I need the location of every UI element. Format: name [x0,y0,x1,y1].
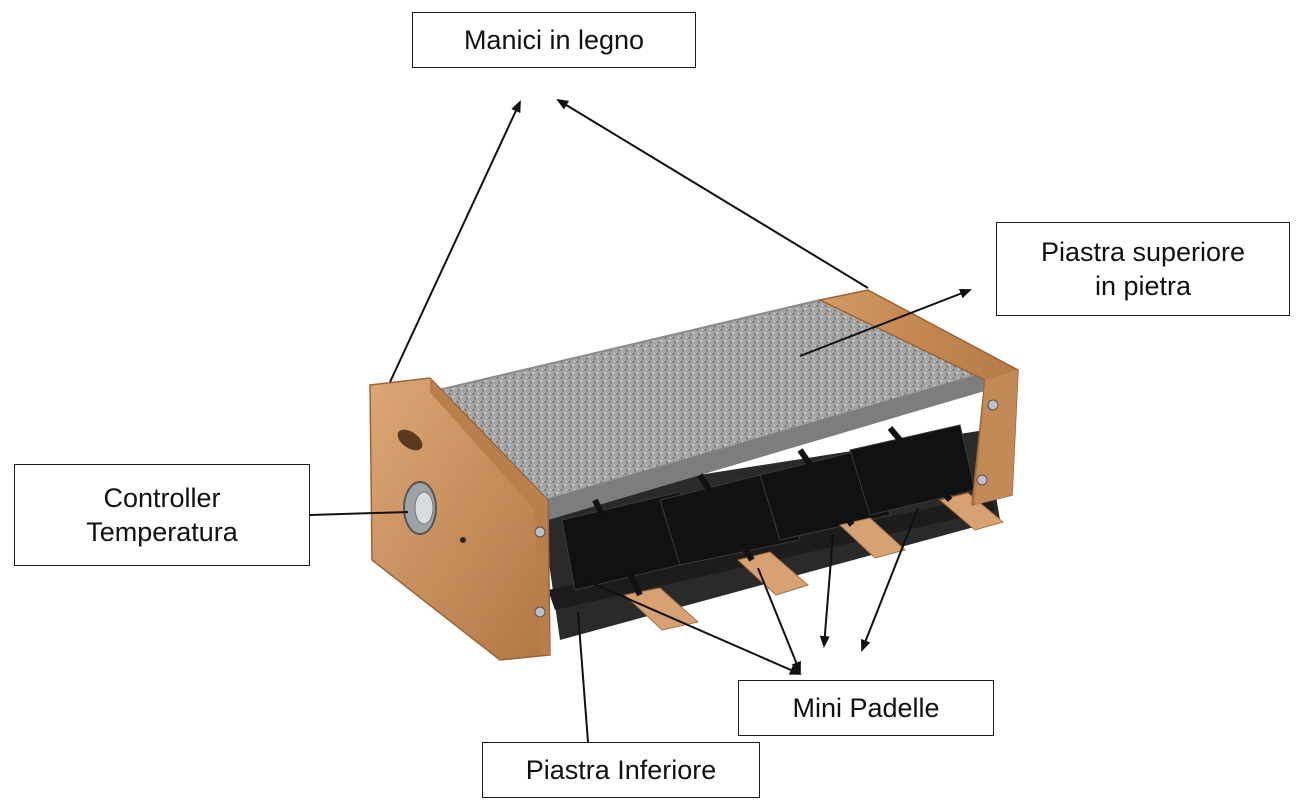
arrow-mini-4 [861,507,919,652]
label-piastra-superiore-line1: Piastra superiore [1040,237,1246,267]
label-controller-line2: Temperatura [86,517,238,547]
label-piastra-inferiore: Piastra Inferiore [482,742,760,798]
raclette-grill-illustration [369,289,1019,661]
label-piastra-superiore-line2: in pietra [1094,271,1192,301]
label-manici-text: Manici in legno [463,25,645,55]
label-piastra-superiore: Piastra superiore in pietra [996,222,1290,316]
bolt [534,526,546,538]
stone-plate-edge [545,370,995,520]
temperature-knob [403,481,437,535]
line-piastra-inferiore [577,611,589,743]
leader-lines [309,98,972,743]
label-piastra-inferiore-text: Piastra Inferiore [525,755,717,785]
arrow-mini-2 [584,579,802,675]
arrow-manici-right [556,98,869,289]
bolt [976,474,988,486]
bolt [534,606,546,618]
label-controller-line1: Controller [103,483,221,513]
pan-handles [623,492,1005,631]
handle-slot [397,429,423,451]
label-controller-temperatura: Controller Temperatura [14,464,310,566]
indicator-hole [460,537,466,543]
arrow-piastra-superiore [799,288,972,357]
pan-shafts [592,426,953,597]
bolt [987,399,999,411]
pan-handle [623,587,700,631]
pan-handle [838,517,907,559]
mini-pan [659,469,801,566]
arrow-mini-1 [757,567,801,674]
pan-handle [938,492,1005,531]
label-manici-in-legno: Manici in legno [412,12,696,68]
arrow-manici-left [389,100,521,383]
line-controller [309,511,409,516]
lower-plate [548,495,995,610]
label-mini-padelle: Mini Padelle [738,680,994,736]
label-mini-padelle-text: Mini Padelle [792,693,940,723]
arrow-mini-3 [819,534,834,648]
right-wood-front [975,370,1018,505]
